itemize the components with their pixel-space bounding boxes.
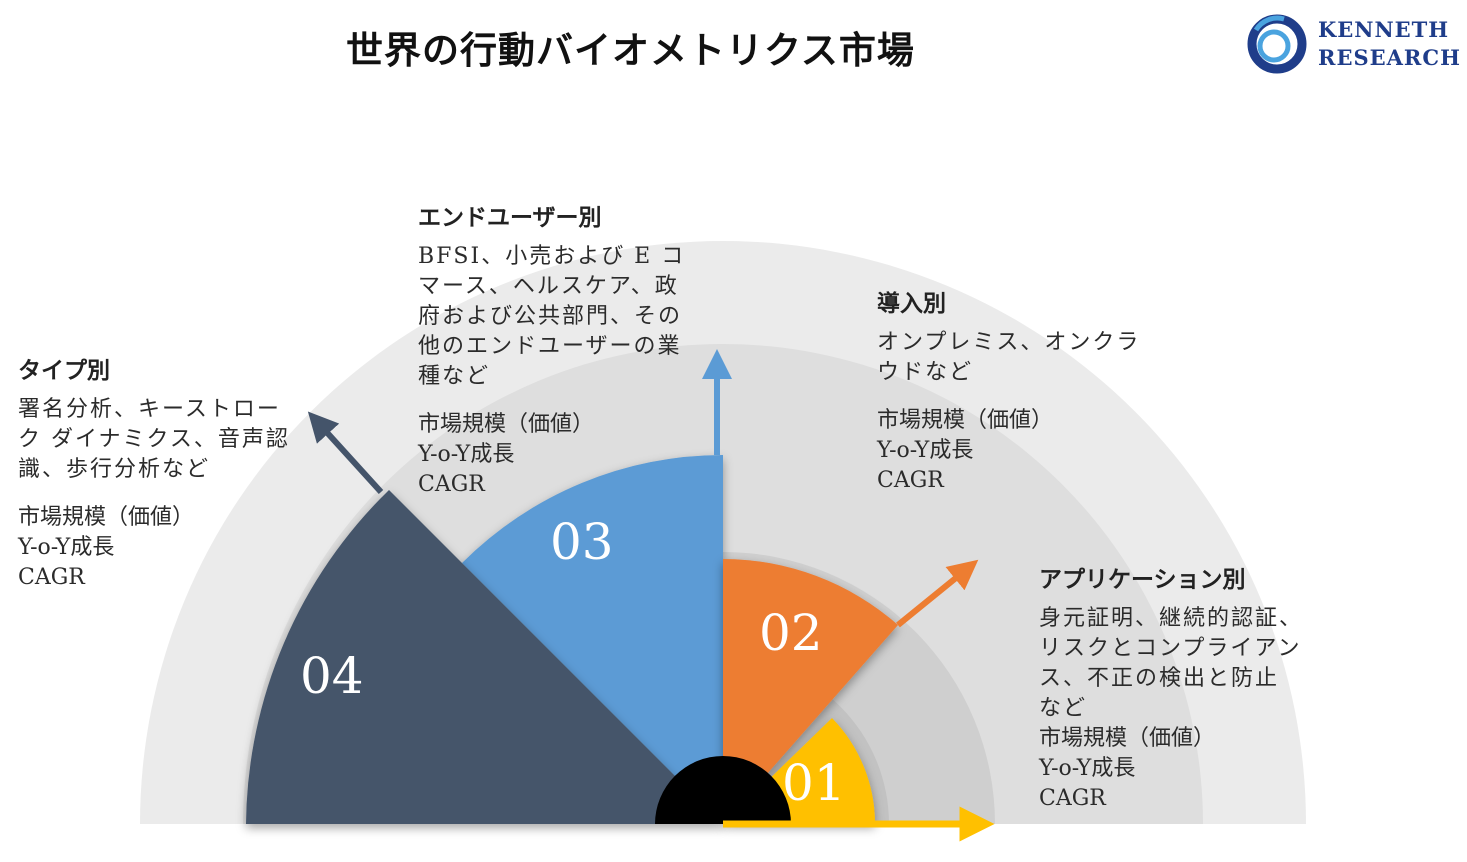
segment-04-number: 04: [300, 647, 364, 705]
metric-line: CAGR: [1039, 786, 1106, 811]
desc-line: 府および公共部門、その: [418, 304, 683, 329]
segment-04: [246, 490, 723, 824]
metric-line: 市場規模（価値）: [1039, 726, 1216, 751]
desc-line: マース、ヘルスケア、政: [418, 274, 679, 299]
block-deployment-desc: オンプレミス、オンクラ ウドなど: [877, 328, 1177, 388]
desc-line: 署名分析、キーストロー: [18, 397, 281, 422]
arrow-type: [307, 411, 384, 495]
block-end-user-desc: BFSI、小売および E コ マース、ヘルスケア、政 府および公共部門、その 他…: [418, 242, 718, 392]
logo-line2: RESEARCH: [1318, 45, 1461, 70]
block-type-desc: 署名分析、キーストロー ク ダイナミクス、音声認 識、歩行分析など: [18, 395, 318, 485]
block-deployment-heading: 導入別: [877, 291, 946, 317]
block-application-heading: アプリケーション別: [1039, 567, 1246, 593]
metric-line: Y-o-Y成長: [418, 442, 515, 467]
logo-line1: KENNETH: [1318, 17, 1450, 42]
desc-line: ウドなど: [877, 360, 974, 385]
desc-line: オンプレミス、オンクラ: [877, 330, 1141, 355]
metric-line: CAGR: [18, 565, 85, 590]
block-deployment-metrics: 市場規模（価値） Y-o-Y成長 CAGR: [877, 406, 1177, 496]
segment-02-number: 02: [759, 604, 823, 662]
block-deployment: 導入別 オンプレミス、オンクラ ウドなど 市場規模（価値） Y-o-Y成長 CA…: [877, 288, 1177, 496]
arrow-deployment: [896, 559, 979, 628]
desc-line: 身元証明、継続的認証、: [1039, 606, 1304, 631]
block-end-user: エンドユーザー別 BFSI、小売および E コ マース、ヘルスケア、政 府および…: [418, 202, 718, 500]
desc-line: BFSI、小売および E コ: [418, 244, 686, 269]
metric-line: 市場規模（価値）: [418, 412, 595, 437]
metric-line: CAGR: [418, 472, 485, 497]
metric-line: 市場規模（価値）: [877, 408, 1054, 433]
block-end-user-metrics: 市場規模（価値） Y-o-Y成長 CAGR: [418, 410, 718, 500]
block-type: タイプ別 署名分析、キーストロー ク ダイナミクス、音声認 識、歩行分析など 市…: [18, 355, 318, 593]
metric-line: CAGR: [877, 468, 944, 493]
metric-line: Y-o-Y成長: [877, 438, 974, 463]
block-application-desc: 身元証明、継続的認証、 リスクとコンプライアン ス、不正の検出と防止 など: [1039, 604, 1339, 724]
segment-01-number: 01: [782, 754, 846, 812]
kenneth-research-logo: KENNETH RESEARCH: [1244, 10, 1464, 78]
desc-line: 種など: [418, 364, 491, 389]
segment-02: [723, 559, 898, 824]
block-application-metrics: 市場規模（価値） Y-o-Y成長 CAGR: [1039, 724, 1339, 814]
logo-ring-icon: [1247, 14, 1307, 74]
desc-line: ス、不正の検出と防止: [1039, 666, 1280, 691]
segment-03-number: 03: [550, 513, 614, 571]
desc-line: など: [1039, 696, 1088, 721]
center-hub: [655, 756, 791, 824]
block-application: アプリケーション別 身元証明、継続的認証、 リスクとコンプライアン ス、不正の検…: [1039, 564, 1339, 814]
page-title: 世界の行動バイオメトリクス市場: [346, 29, 915, 72]
block-end-user-heading: エンドユーザー別: [418, 205, 602, 231]
desc-line: 他のエンドユーザーの業: [418, 334, 682, 359]
metric-line: 市場規模（価値）: [18, 505, 195, 530]
segment-03: [462, 454, 723, 824]
block-type-heading: タイプ別: [18, 358, 110, 384]
desc-line: ク ダイナミクス、音声認: [18, 427, 290, 452]
desc-line: リスクとコンプライアン: [1039, 636, 1302, 661]
metric-line: Y-o-Y成長: [18, 535, 115, 560]
metric-line: Y-o-Y成長: [1039, 756, 1136, 781]
block-type-metrics: 市場規模（価値） Y-o-Y成長 CAGR: [18, 503, 318, 593]
desc-line: 識、歩行分析など: [18, 457, 211, 482]
